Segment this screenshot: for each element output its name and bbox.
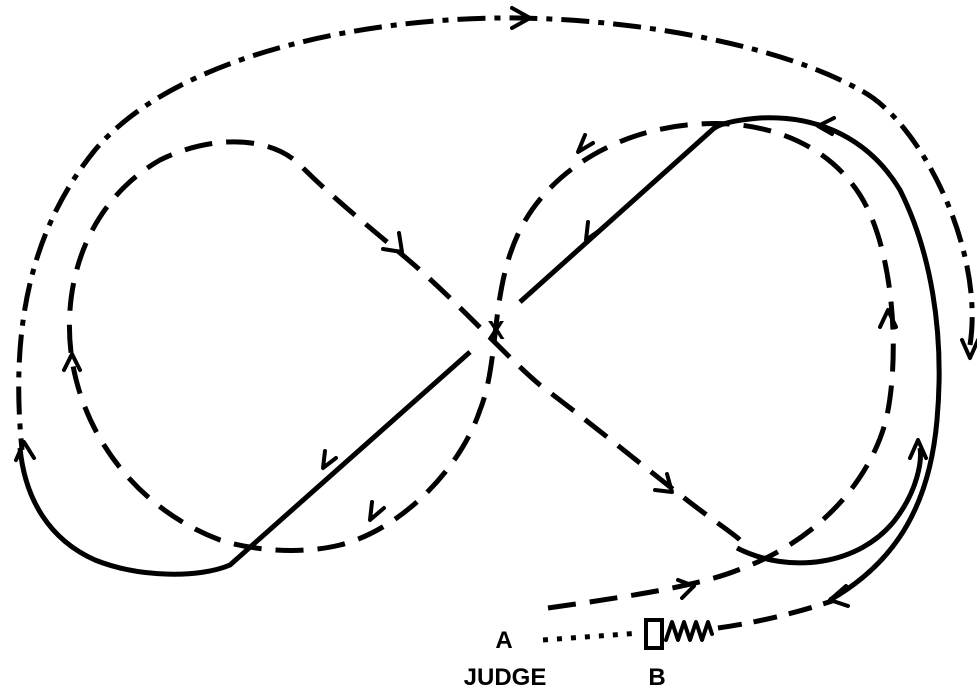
dashed-figure-eight-route	[66, 121, 896, 611]
start-marker-label: A	[495, 627, 512, 654]
arrow-icon-right-down	[960, 338, 977, 360]
arrow-icon-exit	[828, 584, 850, 608]
arrow-icon-top-right-solid	[816, 116, 836, 136]
outer-dash-dot-route	[16, 15, 975, 451]
solid-return-route	[735, 447, 923, 566]
arrow-icon-right-solid-up	[908, 438, 928, 460]
arrow-icon-left-up-outer	[14, 440, 36, 462]
end-marker-label: B	[648, 664, 665, 691]
arrow-icon-top-right-loop	[576, 133, 595, 154]
arrow-icon-diag-lower-right	[653, 472, 674, 494]
zigzag-marker	[664, 620, 714, 642]
dotted-judge-line	[542, 630, 641, 643]
dashed-exit-route	[717, 597, 836, 631]
arrow-icon-diag-upper-left	[381, 231, 404, 254]
arrow-icon-diag-lower-left	[321, 449, 338, 470]
arrow-icon-bottom-right	[676, 578, 696, 600]
judge-box-marker	[644, 618, 664, 650]
arrow-icon-lower-left-loop	[368, 500, 386, 522]
judge-label: JUDGE	[464, 664, 547, 691]
arrow-icon-top	[510, 6, 532, 30]
arrow-icon-right-inner-up	[878, 308, 898, 329]
center-marker-label: X	[487, 315, 505, 345]
solid-figure-eight-route	[17, 115, 942, 603]
arrow-icon-diag-upper-right	[584, 220, 602, 242]
arrow-icon-left-up-inner	[62, 352, 82, 372]
